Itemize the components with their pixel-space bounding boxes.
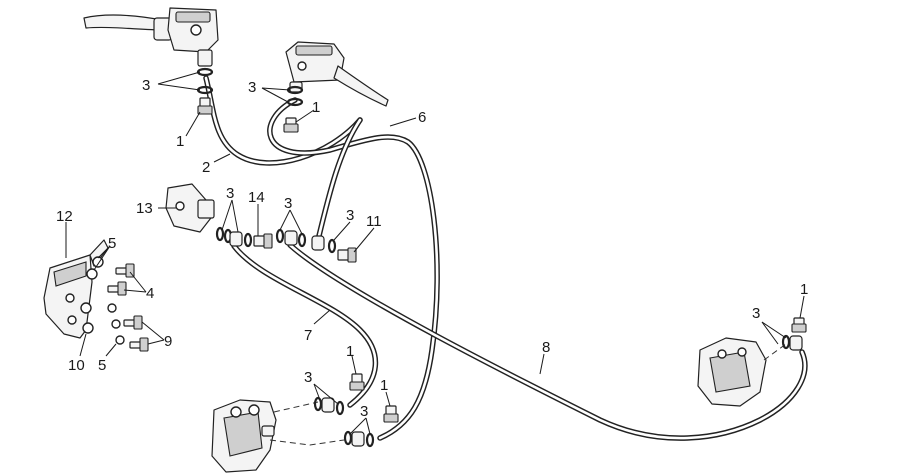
washer-5-c xyxy=(107,303,117,313)
alignment-line-c xyxy=(763,343,787,361)
washer-3-o xyxy=(781,334,791,350)
banjo-fitting-b xyxy=(284,230,298,246)
washer-5-b xyxy=(86,268,98,280)
callout-1-a: 1 xyxy=(176,133,184,150)
left-master-cylinder xyxy=(83,7,219,67)
washer-3-a xyxy=(196,67,214,77)
hose-8 xyxy=(287,242,808,441)
washer-10-b xyxy=(82,322,94,334)
hose-6 xyxy=(267,97,440,441)
callout-14: 14 xyxy=(248,189,265,206)
banjo-fitting-f xyxy=(789,335,803,351)
alignment-line-b xyxy=(269,439,345,446)
washer-5-d xyxy=(111,319,121,329)
banjo-fitting-d xyxy=(321,397,335,413)
callout-6: 6 xyxy=(418,109,426,126)
washer-3-i xyxy=(297,232,307,248)
washer-3-h xyxy=(275,228,285,244)
callout-13: 13 xyxy=(136,200,153,217)
banjo-bolt-11 xyxy=(337,247,357,263)
banjo-fitting-a xyxy=(229,231,243,247)
banjo-fitting-e xyxy=(351,431,365,447)
bolt-9-b xyxy=(129,337,149,352)
washer-10-a xyxy=(80,302,92,314)
callout-3-c: 3 xyxy=(226,185,234,202)
banjo-bolt-1-a xyxy=(197,97,213,115)
right-master-cylinder xyxy=(285,41,389,107)
bolt-4-b xyxy=(107,281,127,296)
callout-1-c: 1 xyxy=(346,343,354,360)
callout-7: 7 xyxy=(304,327,312,344)
washer-3-g xyxy=(243,232,253,248)
callout-8: 8 xyxy=(542,339,550,356)
delay-valve xyxy=(165,183,215,233)
bleed-screw-14 xyxy=(253,233,273,249)
callout-3-b: 3 xyxy=(248,79,256,96)
washer-3-e xyxy=(215,226,225,242)
callout-4: 4 xyxy=(146,285,154,302)
rear-brake-caliper xyxy=(697,337,767,407)
washer-3-k xyxy=(313,396,323,412)
banjo-bolt-1-e xyxy=(791,317,807,333)
callout-11: 11 xyxy=(366,213,382,230)
callout-labels: 3 1 2 3 1 6 13 3 14 3 3 11 12 5 4 9 10 5… xyxy=(56,77,808,420)
hose-branch xyxy=(315,117,363,243)
washer-3-l xyxy=(335,400,345,416)
callout-5-a: 5 xyxy=(108,235,116,252)
callout-3-h: 3 xyxy=(752,305,760,322)
banjo-bolt-1-c xyxy=(349,373,365,391)
callout-1-e: 1 xyxy=(800,281,808,298)
bolt-9-a xyxy=(123,315,143,330)
front-brake-caliper xyxy=(211,399,277,473)
washer-3-n xyxy=(365,432,375,448)
callout-5-b: 5 xyxy=(98,357,106,374)
washer-5-e xyxy=(115,335,125,345)
hose-2 xyxy=(203,75,363,166)
callout-9: 9 xyxy=(164,333,172,350)
callout-2: 2 xyxy=(202,159,210,176)
callout-12: 12 xyxy=(56,208,73,225)
leader-lines xyxy=(65,71,805,435)
callout-3-g: 3 xyxy=(360,403,368,420)
bolt-4-a xyxy=(115,263,135,278)
banjo-bolt-1-b xyxy=(283,117,299,133)
callout-3-f: 3 xyxy=(304,369,312,386)
callout-10: 10 xyxy=(68,357,85,374)
banjo-fitting-c xyxy=(311,235,325,251)
alignment-line-a xyxy=(273,401,319,413)
banjo-bolt-1-d xyxy=(383,405,399,423)
washer-3-m xyxy=(343,430,353,446)
callout-1-b: 1 xyxy=(312,99,320,116)
callout-1-d: 1 xyxy=(380,377,388,394)
callout-3-a: 3 xyxy=(142,77,150,94)
washer-3-j xyxy=(327,238,337,254)
callout-3-e: 3 xyxy=(346,207,354,224)
mounting-bracket xyxy=(43,239,109,339)
callout-3-d: 3 xyxy=(284,195,292,212)
hose-7 xyxy=(231,243,378,408)
